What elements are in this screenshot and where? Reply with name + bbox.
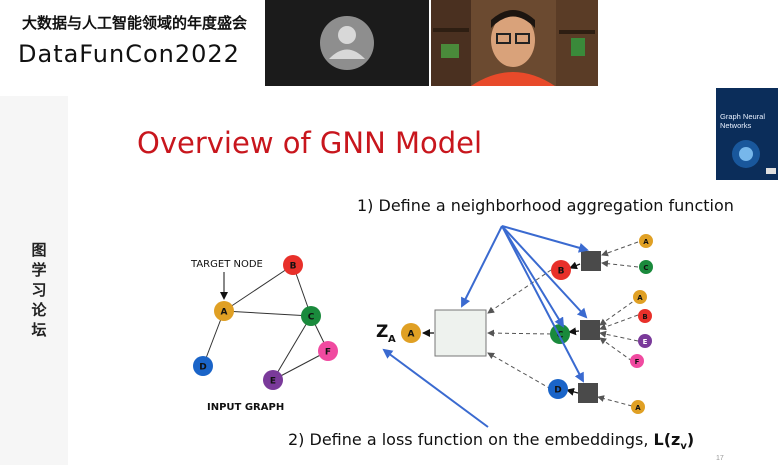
main-aggregation-box	[434, 309, 487, 357]
slide-title: Overview of GNN Model	[137, 126, 483, 160]
comp-leaf-node-e: E	[638, 334, 652, 348]
annotation-arrows	[382, 225, 589, 428]
svg-text:B: B	[642, 313, 647, 321]
comp-leaf-node-c: C	[639, 260, 653, 274]
forum-char: 坛	[31, 321, 47, 339]
book-title-line: Networks	[720, 121, 752, 130]
input-graph-node-c: C	[301, 306, 321, 326]
svg-text:A: A	[408, 330, 415, 340]
target-node-label: TARGET NODE	[191, 259, 263, 270]
svg-text:B: B	[290, 262, 297, 272]
computation-graph-edges	[487, 241, 639, 407]
aggregator-output-arrows	[422, 261, 581, 396]
side-strip	[0, 96, 68, 465]
svg-text:C: C	[308, 313, 315, 323]
embedding-label-sub: A	[388, 334, 396, 345]
slide-number: 17	[716, 455, 724, 462]
input-graph-label: INPUT GRAPH	[207, 402, 285, 413]
comp-mid-node-b: B	[551, 260, 571, 280]
forum-char: 习	[31, 281, 47, 299]
input-graph-node-d: D	[193, 356, 213, 376]
speaker-video-feed	[431, 0, 598, 86]
input-graph-node-f: F	[318, 341, 338, 361]
svg-text:E: E	[643, 338, 648, 346]
event-brand: DataFunCon2022	[18, 40, 240, 68]
step2-text: 2) Define a loss function on the embeddi…	[288, 430, 694, 452]
svg-text:A: A	[221, 308, 228, 318]
step2-loss: L(zv)	[653, 430, 695, 453]
participant-video-avatar[interactable]	[265, 0, 429, 86]
comp-mid-node-c: C	[550, 324, 570, 344]
aggregator-box	[578, 383, 598, 403]
embedding-node-a: A	[401, 323, 421, 343]
svg-text:E: E	[270, 377, 276, 387]
svg-text:C: C	[643, 264, 648, 272]
aggregator-box	[581, 251, 601, 271]
embedding-label-z: Z	[376, 322, 388, 342]
step2-prefix: 2) Define a loss function on the embeddi…	[288, 430, 654, 449]
forum-char: 图	[31, 241, 47, 259]
svg-text:A: A	[643, 238, 649, 246]
user-avatar-icon	[320, 16, 374, 70]
event-title: 大数据与人工智能领域的年度盛会	[22, 14, 248, 32]
svg-text:D: D	[199, 363, 206, 373]
svg-text:F: F	[635, 358, 640, 366]
forum-vertical-title: 图 学 习 论 坛	[29, 240, 49, 340]
comp-mid-node-d: D	[548, 379, 568, 399]
svg-text:D: D	[554, 386, 561, 396]
comp-leaf-node-b: B	[638, 309, 652, 323]
svg-text:B: B	[558, 267, 565, 277]
input-graph-node-e: E	[263, 370, 283, 390]
participant-video-camera[interactable]	[431, 0, 598, 86]
forum-char: 论	[31, 301, 47, 319]
book-cover-image: Graph Neural Networks	[716, 88, 778, 180]
step1-text: 1) Define a neighborhood aggregation fun…	[357, 196, 734, 215]
comp-leaf-node-a: A	[633, 290, 647, 304]
svg-text:A: A	[637, 294, 643, 302]
aggregator-box	[580, 320, 600, 340]
input-graph-node-a: A	[214, 301, 234, 321]
svg-text:F: F	[325, 348, 331, 358]
input-graph-node-b: B	[283, 255, 303, 275]
comp-leaf-node-a: A	[639, 234, 653, 248]
svg-text:A: A	[635, 404, 641, 412]
book-title-line: Graph Neural	[720, 112, 766, 121]
forum-char: 学	[31, 261, 47, 279]
comp-leaf-node-a: A	[631, 400, 645, 414]
comp-leaf-node-f: F	[630, 354, 644, 368]
